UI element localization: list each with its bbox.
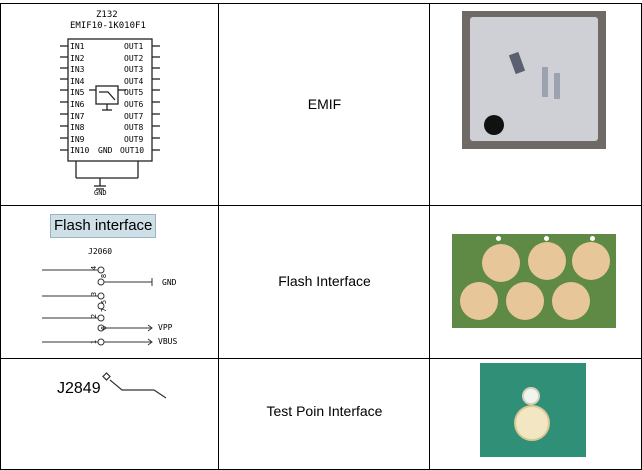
pin-out1: OUT1 [124,42,144,51]
row-divider-2 [0,358,642,359]
flash-connector-symbol [42,266,153,346]
row-label-test-point: Test Poin Interface [266,403,383,419]
pin-out7: OUT7 [124,111,144,121]
row-label-flash: Flash Interface [278,273,371,289]
pin-number-6: 6 [100,325,109,331]
pin-number-5: 5 [100,299,109,305]
chip-marking [542,67,548,97]
pin-out5: OUT5 [124,88,144,98]
pin-number-3: 3 [90,291,99,297]
pin-out9: OUT9 [124,134,144,144]
emif-part-number: EMIF10-1K010F1 [70,21,146,31]
test-point-photo [480,363,586,457]
emif-output-pins: OUT1 OUT2 OUT3 OUT4 OUT5 OUT6 OUT7 OUT8 … [124,41,143,145]
pin-in4: IN4 [70,76,85,86]
pin-in6: IN6 [70,99,85,109]
pin-gnd: GND [98,146,113,155]
pad-2 [528,242,566,280]
chip-pin1-dot [484,115,504,135]
pin-in1: IN1 [70,42,85,51]
emif-schematic: Z132 EMIF10-1K010F1 [40,8,180,204]
pin-in3: IN3 [70,65,85,75]
pin-in2: IN2 [70,53,85,63]
test-point-ref: J2849 [57,380,101,397]
pin-in10: IN10 [70,146,90,156]
chip-marking-2 [554,73,560,99]
test-point-symbol [102,372,167,399]
pin-out3: OUT3 [124,65,144,75]
pad-1 [482,244,520,282]
flash-title-box: Flash interface [50,214,156,238]
emif-chip-photo [462,11,606,149]
pad-6 [552,282,590,320]
pin-in9: IN9 [70,134,85,144]
row-divider-1 [0,205,642,206]
via-1 [496,236,501,241]
table-border-top [0,3,642,4]
via-3 [590,236,595,241]
flash-pads-photo [452,234,616,328]
emif-symbol [60,38,160,190]
column-divider-1 [218,3,219,470]
pin-number-4: 4 [90,265,99,271]
pin-number-1: 1 [90,339,99,345]
flash-ref: J2060 [88,247,113,256]
pad-4 [460,282,498,320]
emif-ref: Z132 [96,10,118,20]
flash-vbus-label: VBUS [158,337,178,346]
column-divider-2 [429,3,430,470]
ground-label: GND [94,189,107,197]
flash-title: Flash interface [54,217,153,234]
via-2 [544,236,549,241]
emif-input-pins: IN1 IN2 IN3 IN4 IN5 IN6 IN7 IN8 IN9 IN10 [70,41,89,157]
test-point-pad [514,405,550,441]
pad-3 [572,242,610,280]
table-border-left [0,3,1,470]
pin-in5: IN5 [70,88,85,98]
pin-in8: IN8 [70,123,85,133]
pin-out10: OUT10 [120,146,145,155]
pin-out4: OUT4 [124,76,144,86]
pin-in7: IN7 [70,111,85,121]
pin-number-8: 8 [100,273,109,279]
pin-number-2: 2 [90,313,99,319]
pin-out8: OUT8 [124,123,144,133]
flash-vpp-label: VPP [158,323,173,332]
pad-5 [506,282,544,320]
test-point-hole [522,387,540,405]
row-label-emif: EMIF [307,96,342,112]
flash-gnd-label: GND [162,278,177,287]
pin-out6: OUT6 [124,99,144,109]
pin-out2: OUT2 [124,53,144,63]
pin-number-7: 7 [100,307,109,313]
